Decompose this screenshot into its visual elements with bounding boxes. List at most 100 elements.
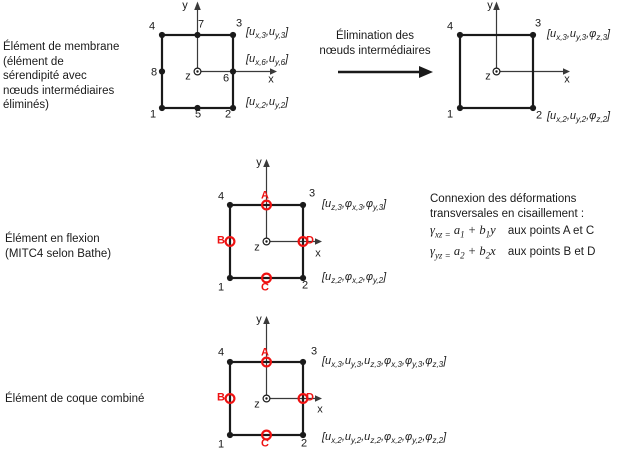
shell-caption: Élément de coque combiné — [5, 392, 144, 407]
membrane-caption: Élément de membrane (élément de sérendip… — [3, 40, 119, 113]
node-dot — [529, 104, 537, 112]
node-dot — [226, 431, 234, 439]
caption-line: sérendipité avec — [3, 70, 87, 83]
membrane-reduced-diagram — [456, 1, 570, 112]
node-number-3: 3 — [308, 187, 316, 200]
node-number-2: 2 — [301, 279, 309, 292]
y-axis-label: y — [182, 0, 188, 12]
note-line: transversales en cisaillement : — [430, 207, 585, 220]
dof-label-node2: [ux,2,uy,2,φz,2] — [547, 109, 611, 125]
z-axis-label: z — [185, 70, 191, 83]
node-dot — [229, 31, 237, 39]
node-dot — [299, 358, 307, 366]
element-outline — [458, 33, 535, 110]
tying-point-label-B: B — [217, 234, 225, 247]
node-number-1: 1 — [149, 108, 157, 121]
shear-connection-note: Connexion des déformations transversales… — [430, 192, 595, 263]
bending-caption: Élément en flexion (MITC4 selon Bathe) — [5, 232, 111, 261]
tying-point-label-D: D — [306, 391, 314, 404]
node-number-2: 2 — [300, 437, 308, 450]
node-number-1: 1 — [446, 108, 454, 121]
z-axis-symbol-dot — [196, 70, 199, 73]
node-dot — [194, 104, 201, 112]
x-axis-arrowhead — [563, 68, 570, 75]
equation: γxz = a1 + b1y — [430, 223, 496, 240]
dof-label-node3: [ux,3,uy,3] — [246, 25, 289, 41]
node-number-3: 3 — [534, 17, 542, 30]
z-axis-label: z — [485, 70, 491, 83]
tying-point-label-A: A — [261, 346, 269, 359]
node-number-4: 4 — [217, 190, 225, 203]
node-number-3: 3 — [235, 17, 243, 30]
node-dot — [194, 31, 201, 39]
caption-line: (MITC4 selon Bathe) — [5, 247, 112, 260]
node-number-4: 4 — [446, 20, 454, 33]
node-dots — [226, 201, 307, 282]
node-dot — [529, 31, 537, 39]
z-axis-label: z — [254, 241, 260, 254]
x-axis-arrowhead — [270, 68, 277, 75]
node-dot — [226, 358, 234, 366]
tying-point-label-C: C — [261, 281, 269, 294]
dof-label-node2: [ux,2,uy,2,uz,2,φx,2,φy,2,φz,2] — [322, 430, 447, 446]
y-axis-label: y — [256, 313, 262, 326]
caption-line: (élément de — [3, 55, 64, 68]
dof-label-node2: [uz,2,φx,2,φy,2] — [322, 270, 387, 286]
node-dots — [456, 31, 537, 112]
caption-line: Élément de coque combiné — [5, 393, 145, 405]
dof-label-node6: [ux,6,uy,6] — [246, 52, 289, 68]
y-axis-arrowhead — [194, 1, 201, 10]
node-dot — [226, 201, 234, 209]
caption-line: éliminés) — [3, 99, 50, 112]
node-number-3: 3 — [310, 345, 318, 358]
node-number-7: 7 — [197, 18, 205, 31]
node-dot — [456, 31, 464, 39]
arrow-head — [419, 66, 433, 78]
dof-label-node2: [ux,2,uy,2] — [246, 95, 289, 111]
node-dot — [158, 104, 166, 112]
node-number-2: 2 — [535, 109, 543, 122]
tying-point-label-A: A — [261, 189, 269, 202]
tying-point-label-B: B — [217, 391, 225, 404]
caption-line: Élément en flexion — [5, 233, 100, 245]
node-number-4: 4 — [217, 346, 225, 359]
node-dot — [299, 431, 307, 439]
tying-point-label-D: D — [306, 234, 314, 247]
note-line: Connexion des déformations — [430, 193, 577, 205]
caption-line: nœuds intermédiaires — [3, 84, 115, 97]
z-axis-label: z — [254, 398, 260, 411]
z-axis-symbol-dot — [265, 240, 268, 243]
tying-point-circle-B — [224, 236, 236, 248]
y-axis-arrowhead — [263, 316, 270, 324]
node-number-2: 2 — [224, 108, 232, 121]
node-number-5: 5 — [194, 108, 202, 121]
tying-point-circle-A — [261, 199, 273, 211]
element-outline — [228, 203, 305, 280]
tying-point-circle-C — [261, 272, 273, 284]
shear-equation-2: γyz = a2 + b2x aux points B et D — [430, 244, 595, 263]
node-dot — [158, 31, 166, 39]
x-axis-label: x — [268, 73, 274, 86]
elimination-text-line: Élimination des — [336, 30, 414, 42]
node-dots — [158, 31, 237, 112]
tying-point-circle-D — [297, 393, 309, 405]
tying-point-circles — [224, 356, 309, 441]
node-number-6: 6 — [222, 72, 230, 85]
x-axis-arrowhead — [315, 395, 322, 402]
node-dot — [226, 274, 234, 282]
x-axis-label: x — [564, 73, 570, 86]
tying-point-label-C: C — [261, 437, 269, 450]
z-axis-symbol-dot — [495, 70, 498, 73]
node-dot — [456, 104, 464, 112]
x-axis-label: x — [315, 247, 321, 260]
node-number-4: 4 — [148, 20, 156, 33]
node-number-1: 1 — [217, 281, 225, 294]
shell-element-diagram — [224, 316, 322, 441]
membrane-full-diagram — [158, 1, 277, 112]
node-dot — [229, 104, 237, 112]
tying-point-circle-B — [224, 393, 236, 405]
tying-point-circle-C — [261, 429, 273, 441]
element-outline — [228, 360, 305, 437]
node-number-8: 8 — [150, 66, 158, 79]
y-axis-label: y — [256, 156, 262, 169]
